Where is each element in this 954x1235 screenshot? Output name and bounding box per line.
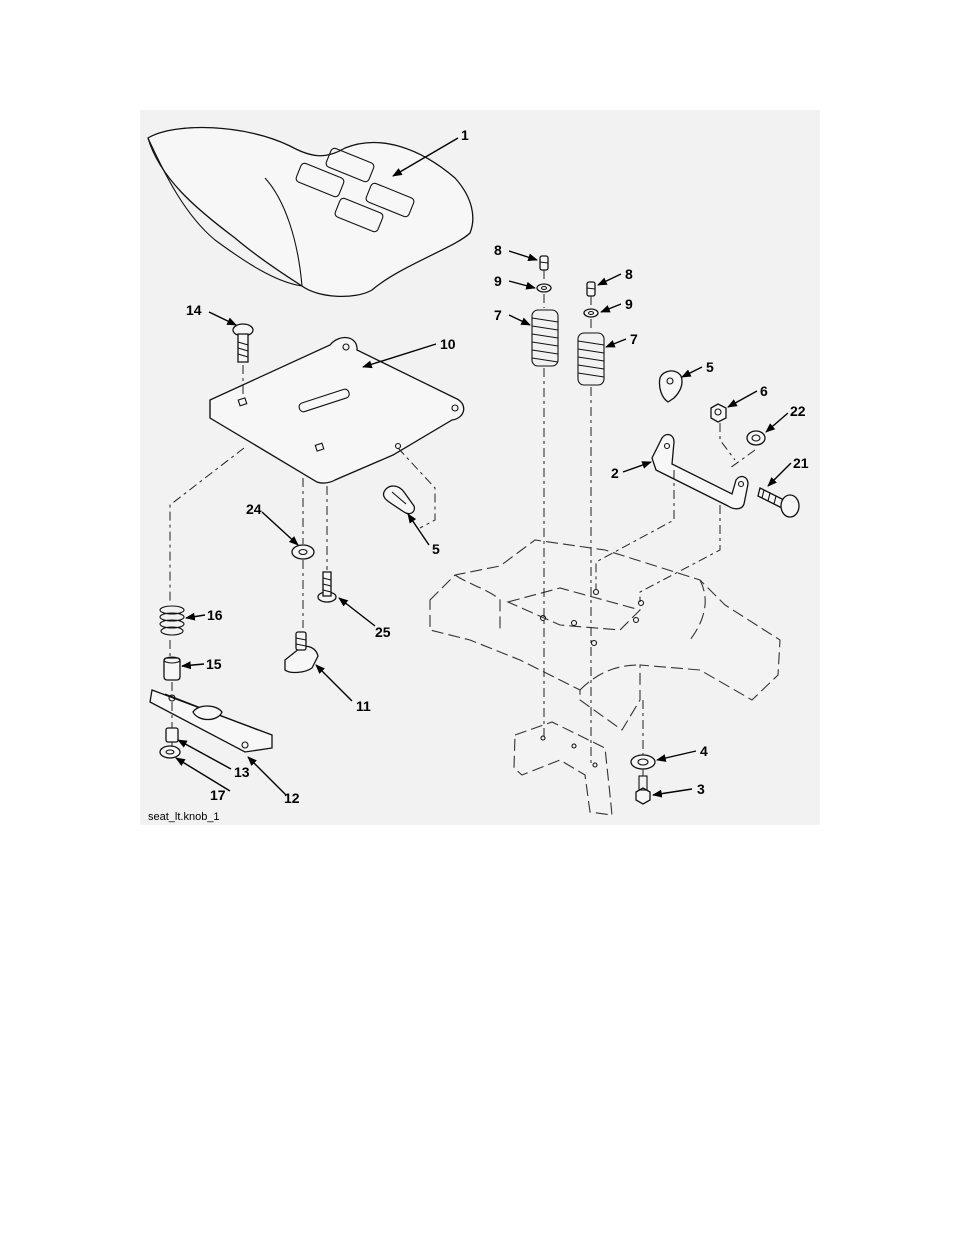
spacer-15 (164, 657, 180, 680)
washer-9-right (584, 309, 598, 317)
callout-7a: 7 (494, 307, 502, 323)
callout-9a: 9 (494, 273, 502, 289)
bolt-8-right (587, 282, 595, 296)
callout-2: 2 (611, 465, 619, 481)
callout-4: 4 (700, 743, 708, 759)
callout-22: 22 (790, 403, 806, 419)
bolt-8-left (540, 256, 548, 270)
washer-4 (631, 755, 655, 769)
callout-25: 25 (375, 624, 391, 640)
callout-8b: 8 (625, 266, 633, 282)
callout-12: 12 (284, 790, 300, 806)
callout-5b: 5 (432, 541, 440, 557)
callout-3: 3 (697, 781, 705, 797)
callout-17: 17 (210, 787, 226, 803)
tractor-frame (430, 540, 780, 730)
callout-15: 15 (206, 656, 222, 672)
callout-24: 24 (246, 501, 262, 517)
nut-17 (160, 746, 180, 758)
spring-16 (160, 606, 184, 635)
callout-16: 16 (207, 607, 223, 623)
spring-7-left (532, 310, 558, 366)
bushing-13 (166, 728, 178, 742)
callout-14: 14 (186, 302, 202, 318)
carriage-bolt (233, 324, 253, 362)
bolt-3 (636, 776, 650, 804)
seat-knob (285, 632, 318, 672)
washer-22 (747, 431, 765, 445)
bracket-2 (652, 435, 748, 509)
clip-left (383, 486, 414, 514)
seat (148, 128, 473, 297)
bolt-21 (758, 488, 799, 517)
callout-5: 5 (706, 359, 714, 375)
clip-right (659, 371, 682, 402)
spring-7-right (578, 333, 604, 385)
callout-8a: 8 (494, 242, 502, 258)
callout-7b: 7 (630, 331, 638, 347)
callout-1: 1 (461, 127, 469, 143)
callout-21: 21 (793, 455, 809, 471)
callout-6: 6 (760, 383, 768, 399)
washer-24 (292, 545, 314, 559)
diagram-caption: seat_lt.knob_1 (148, 811, 220, 823)
slide-plate (150, 690, 272, 752)
callout-10: 10 (440, 336, 456, 352)
assembly-lines (170, 270, 755, 776)
lower-bracket (514, 722, 612, 815)
shoulder-bolt (318, 572, 336, 602)
callout-9b: 9 (625, 296, 633, 312)
callout-11: 11 (356, 698, 371, 714)
nut-6 (711, 404, 726, 422)
callout-13: 13 (234, 764, 250, 780)
washer-9-left (537, 284, 551, 292)
